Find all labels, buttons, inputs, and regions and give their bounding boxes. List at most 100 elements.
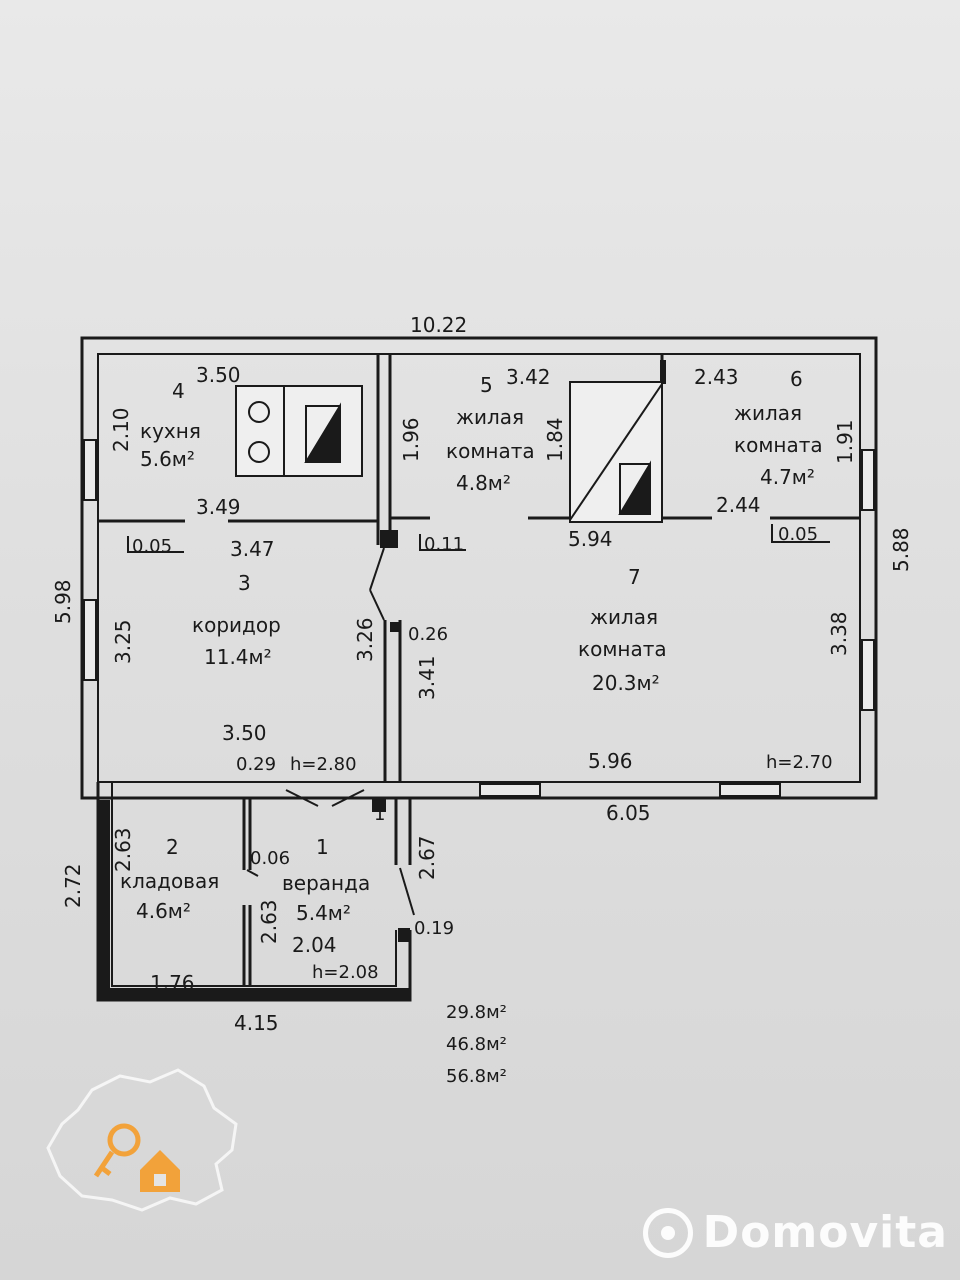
wall-label: 0.29: [236, 754, 276, 775]
key-icon: [107, 1123, 141, 1157]
room-area: 11.4м²: [204, 645, 272, 669]
room-name: жилая: [456, 405, 524, 429]
door-storage-veranda: [246, 869, 259, 877]
door-veranda-outside: [399, 867, 415, 916]
dim-veranda-left-total: 2.72: [61, 863, 85, 908]
dim-room7-top: 5.94: [568, 527, 613, 551]
dim-room7-left: 3.41: [415, 655, 439, 700]
room-6-label: 6 жилая комната 4.7м²: [734, 367, 823, 489]
window-room6: [861, 449, 875, 511]
dim-room6-lower: 2.44: [716, 493, 761, 517]
wall-boxes: [127, 524, 830, 553]
room-2-label: 2 кладовая 4.6м²: [120, 835, 219, 923]
room-5-label: 5 жилая комната 4.8м²: [446, 373, 535, 495]
annex-left-wall: [98, 800, 110, 1000]
dim-kitchen-height: 2.10: [109, 407, 133, 452]
room7-pier: [390, 622, 400, 632]
room-area: 20.3м²: [592, 671, 660, 695]
wall-fills: [98, 360, 666, 1000]
room-area: 4.8м²: [456, 471, 511, 495]
dim-veranda-right: 2.67: [415, 835, 439, 880]
wall-label: 0.06: [250, 848, 290, 869]
total-living-area: 29.8м²: [446, 1002, 507, 1023]
room-7-label: 7 жилая комната 20.3м²: [578, 565, 667, 695]
room-name: жилая: [590, 605, 658, 629]
outer-wall-inner: [97, 353, 861, 783]
wall-corridor-room7: [383, 620, 402, 782]
wall-thickness-labels: 0.05 0.11 0.05 0.26 0.29 0.06 0.19: [132, 524, 818, 939]
windows: [83, 439, 875, 797]
window-kitchen: [83, 439, 97, 501]
room-number: 5: [480, 373, 493, 397]
dim-total-width: 10.22: [410, 313, 467, 337]
room-name: веранда: [282, 871, 370, 895]
window-bottom-1: [479, 783, 541, 797]
room-name: жилая: [734, 401, 802, 425]
heating-stove-shade: [618, 460, 651, 515]
burner-icon: [248, 441, 270, 463]
room-name: комната: [446, 439, 535, 463]
room-area: 5.4м²: [296, 901, 351, 925]
window-bottom-2: [719, 783, 781, 797]
room-name: комната: [734, 433, 823, 457]
dim-room6-width: 2.43: [694, 365, 739, 389]
dim-veranda-height: 2.63: [257, 899, 281, 944]
dim-storage-width: 1.76: [150, 971, 195, 995]
door-corridor-veranda: [285, 789, 365, 807]
corridor-pier: [380, 530, 398, 548]
dim-house-bottom: 6.05: [606, 801, 651, 825]
dim-room5-left: 1.96: [399, 417, 423, 462]
burner-icon: [248, 401, 270, 423]
wall-label: 0.26: [408, 624, 448, 645]
dim-left-total: 5.98: [51, 579, 75, 624]
total-area: 46.8м²: [446, 1034, 507, 1055]
dim-corridor-right: 3.26: [353, 617, 377, 662]
door-corridor-room7: [369, 547, 385, 621]
room-area: 4.7м²: [760, 465, 815, 489]
oven-shade: [304, 402, 341, 463]
dim-kitchen-width: 3.50: [196, 363, 241, 387]
room-name: коридор: [192, 613, 281, 637]
outer-wall: [80, 336, 878, 800]
room-number: 4: [172, 379, 185, 403]
dim-corridor-height: 3.25: [111, 619, 135, 664]
belarus-map-logo: [46, 1068, 238, 1212]
wall-storage-veranda: [242, 798, 252, 986]
dim-room7-bottom: 5.96: [588, 749, 633, 773]
height-room7: h=2.70: [766, 752, 833, 773]
room-name: комната: [578, 637, 667, 661]
dim-veranda-width: 2.04: [292, 933, 337, 957]
dim-right-total: 5.88: [889, 527, 913, 572]
area-totals: 29.8м² 46.8м² 56.8м²: [446, 1002, 507, 1087]
dim-room7-right: 3.38: [827, 611, 851, 656]
height-corridor: h=2.80: [290, 754, 357, 775]
room-number: 7: [628, 565, 641, 589]
room-area: 4.6м²: [136, 899, 191, 923]
heating-stove: [569, 381, 663, 523]
door-label: 1: [374, 804, 385, 825]
room-number: 2: [166, 835, 179, 859]
dim-room5-inner: 1.84: [543, 417, 567, 462]
stove: [235, 385, 363, 477]
annex-pier: [372, 798, 386, 812]
dim-veranda-total-width: 4.15: [234, 1011, 279, 1035]
room-number: 1: [316, 835, 329, 859]
veranda-pier: [398, 928, 410, 942]
watermark: Domovita: [642, 1207, 948, 1258]
room-area: 5.6м²: [140, 447, 195, 471]
wall-label: 0.11: [424, 534, 464, 555]
room-name: кухня: [140, 419, 201, 443]
ceiling-heights: h=2.80 h=2.70 h=2.08: [290, 752, 833, 983]
dim-room5-width: 3.42: [506, 365, 551, 389]
room-4-label: 4 кухня 5.6м²: [140, 379, 201, 471]
watermark-logo-icon: [642, 1207, 693, 1258]
wall-label: 0.05: [132, 536, 172, 557]
annex-bottom-wall: [98, 988, 410, 1000]
dim-room6-height: 1.91: [833, 419, 857, 464]
room-3-label: 3 коридор 11.4м²: [192, 571, 281, 669]
height-veranda: h=2.08: [312, 962, 379, 983]
dim-corridor-bottom: 3.50: [222, 721, 267, 745]
window-room7: [861, 639, 875, 711]
